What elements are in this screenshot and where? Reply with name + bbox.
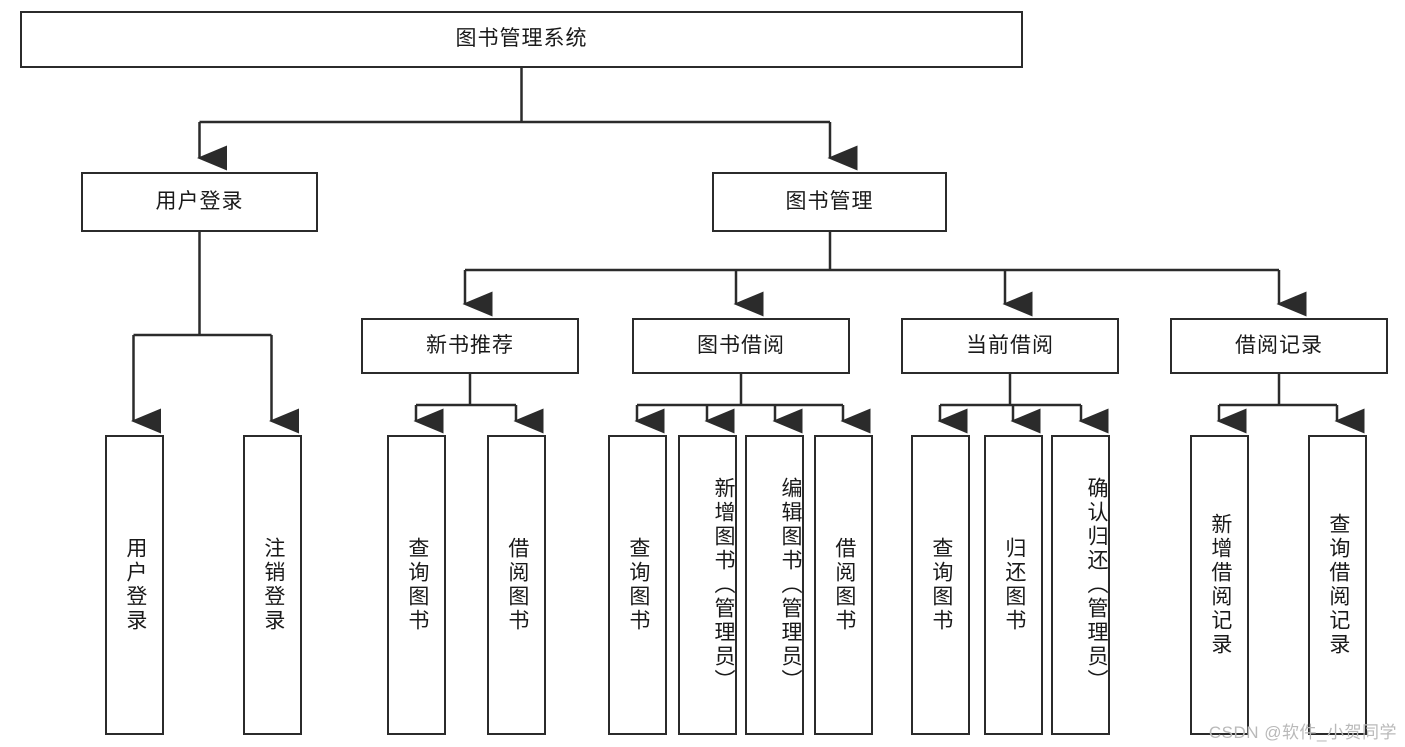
node-new-book-recommend[interactable]: 新书推荐	[361, 318, 579, 374]
node-borrow-record[interactable]: 借阅记录	[1170, 318, 1388, 374]
node-leaf-user-login[interactable]: 用户登录	[105, 435, 164, 735]
node-leaf-borrow-book-1[interactable]: 借阅图书	[487, 435, 546, 735]
node-leaf-query-record-label: 查询借阅记录	[1326, 513, 1350, 657]
watermark: CSDN @软件_小贺同学	[1208, 723, 1397, 742]
node-new-book-recommend-label: 新书推荐	[426, 333, 514, 357]
node-leaf-query-record[interactable]: 查询借阅记录	[1308, 435, 1367, 735]
node-leaf-borrow-book-2[interactable]: 借阅图书	[814, 435, 873, 735]
node-leaf-query-book-2-label: 查询图书	[626, 537, 650, 633]
node-book-manage[interactable]: 图书管理	[712, 172, 947, 232]
node-book-manage-label: 图书管理	[785, 189, 874, 213]
node-root-label: 图书管理系统	[455, 27, 588, 51]
node-leaf-return-book-label: 归还图书	[1002, 537, 1026, 633]
node-leaf-borrow-book-1-label: 借阅图书	[505, 537, 529, 633]
node-leaf-borrow-book-2-label: 借阅图书	[832, 537, 856, 633]
node-user-login[interactable]: 用户登录	[81, 172, 318, 232]
node-borrow-record-label: 借阅记录	[1235, 333, 1323, 357]
node-leaf-query-book-1-label: 查询图书	[405, 537, 429, 633]
node-leaf-confirm-return-label: 确认归还（管理员）	[1085, 477, 1108, 693]
node-root[interactable]: 图书管理系统	[20, 11, 1023, 68]
node-leaf-query-book-1[interactable]: 查询图书	[387, 435, 446, 735]
node-current-borrow-label: 当前借阅	[966, 333, 1054, 357]
node-leaf-logout-label: 注销登录	[261, 537, 285, 633]
node-leaf-query-book-2[interactable]: 查询图书	[608, 435, 667, 735]
node-leaf-user-login-label: 用户登录	[123, 537, 147, 633]
node-leaf-add-record-label: 新增借阅记录	[1208, 513, 1232, 657]
node-leaf-query-book-3-label: 查询图书	[929, 537, 953, 633]
node-leaf-logout[interactable]: 注销登录	[243, 435, 302, 735]
node-user-login-label: 用户登录	[155, 189, 244, 213]
node-leaf-return-book[interactable]: 归还图书	[984, 435, 1043, 735]
node-current-borrow[interactable]: 当前借阅	[901, 318, 1119, 374]
node-leaf-add-book[interactable]: 新增图书（管理员）	[678, 435, 737, 735]
node-book-borrow-label: 图书借阅	[697, 333, 785, 357]
node-book-borrow[interactable]: 图书借阅	[632, 318, 850, 374]
node-leaf-edit-book[interactable]: 编辑图书（管理员）	[745, 435, 804, 735]
node-leaf-confirm-return[interactable]: 确认归还（管理员）	[1051, 435, 1110, 735]
node-leaf-add-book-label: 新增图书（管理员）	[712, 477, 735, 693]
node-leaf-query-book-3[interactable]: 查询图书	[911, 435, 970, 735]
node-leaf-edit-book-label: 编辑图书（管理员）	[779, 477, 802, 693]
node-leaf-add-record[interactable]: 新增借阅记录	[1190, 435, 1249, 735]
